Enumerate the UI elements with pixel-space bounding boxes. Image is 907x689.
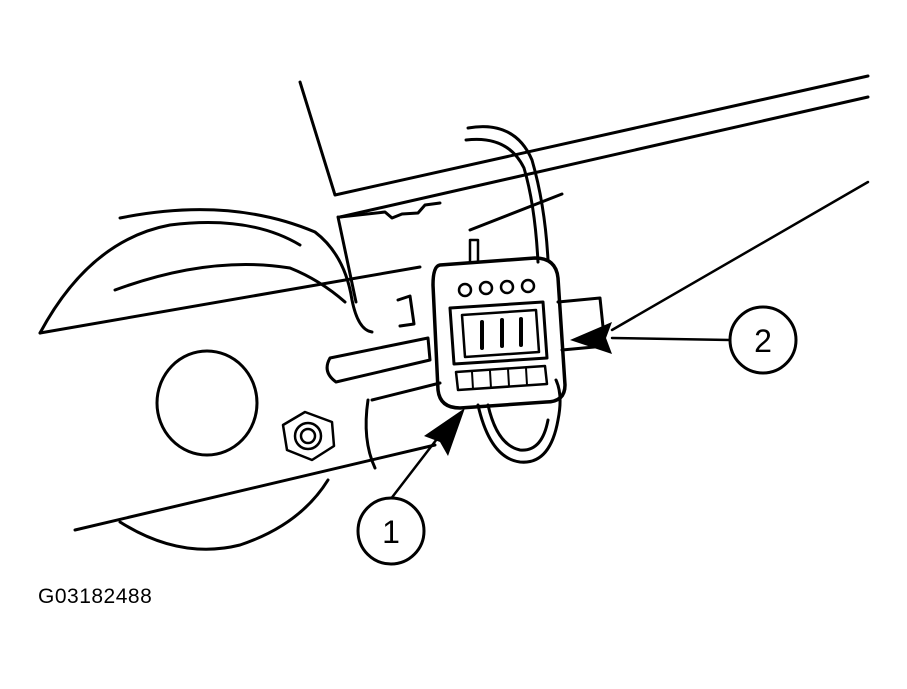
callout-1: 1 — [356, 496, 426, 566]
body-panel — [298, 74, 870, 304]
arrow-to-connector-1 — [424, 408, 465, 456]
callout-2-label: 2 — [754, 323, 772, 359]
connector-pins — [457, 278, 536, 298]
callout-1-label: 1 — [382, 514, 400, 550]
figure-id-code: G03182488 — [38, 585, 153, 608]
terminal-slots — [480, 317, 523, 350]
electrical-connector — [431, 238, 607, 410]
hex-nut — [281, 410, 336, 462]
seat-track-arm — [38, 208, 442, 551]
callout-2: 2 — [728, 305, 798, 375]
arrow-to-connector-2 — [570, 322, 612, 354]
leader-lines — [388, 180, 870, 502]
pivot-hole — [155, 349, 259, 457]
